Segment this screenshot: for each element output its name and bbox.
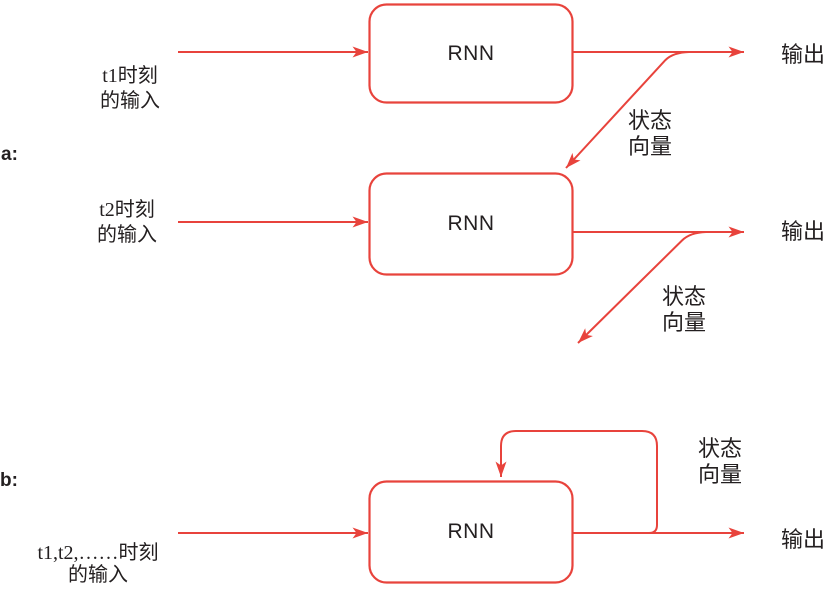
feedback-loop-arrow-b — [495, 430, 658, 534]
input-label-a2-line1: t2时刻 — [99, 199, 155, 221]
rnn-box-label-a2: RNN — [447, 212, 495, 235]
state-vector-label-b-line2: 向量 — [697, 462, 742, 487]
input-label-a1-line1: t1时刻 — [102, 65, 158, 87]
rnn-box-a1 — [368, 3, 574, 104]
state-vector-label-a1-line1: 状态 — [627, 108, 672, 133]
state-vector-label-a2-line1: 状态 — [661, 284, 706, 309]
input-label-a1-line2: 的输入 — [100, 90, 160, 112]
state-vector-label-b-line1: 状态 — [697, 436, 742, 461]
state-vector-label-a1: 状态 向量 — [614, 108, 686, 160]
state-vector-label-b: 状态 向量 — [684, 436, 756, 488]
section-b-label: b: — [0, 470, 18, 491]
input-label-a2-line2: 的输入 — [97, 224, 157, 246]
input-label-a2: t2时刻 的输入 — [85, 198, 169, 248]
state-vector-label-a2: 状态 向量 — [648, 284, 720, 336]
rnn-box-a2 — [368, 172, 574, 276]
section-a-label: a: — [1, 144, 18, 165]
state-vector-arrow-a2 — [577, 231, 707, 344]
input-label-b: t1,t2,……时刻 的输入 — [19, 542, 177, 586]
state-vector-arrow-a1 — [565, 51, 690, 169]
input-label-b-line2: 的输入 — [68, 564, 128, 586]
state-vector-label-a1-line2: 向量 — [627, 134, 672, 159]
output-label-b: 输出 — [781, 527, 826, 552]
rnn-box-label-a1: RNN — [447, 41, 495, 65]
output-label-a1: 输出 — [781, 42, 826, 67]
rnn-box-b — [368, 480, 574, 584]
rnn-box-label-b: RNN — [447, 520, 495, 543]
state-vector-label-a2-line2: 向量 — [661, 310, 706, 335]
input-label-b-line1: t1,t2,……时刻 — [37, 542, 159, 564]
output-label-a2: 输出 — [781, 219, 826, 244]
input-label-a1: t1时刻 的输入 — [88, 64, 172, 114]
